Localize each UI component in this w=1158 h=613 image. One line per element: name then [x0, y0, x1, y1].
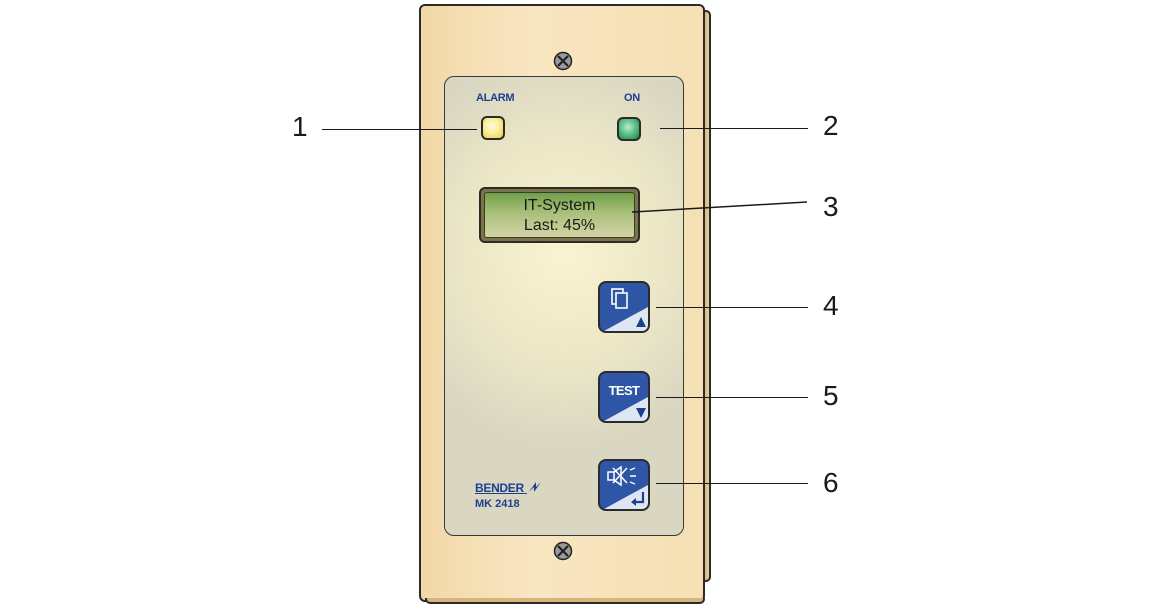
- top-screw-icon: [553, 51, 573, 71]
- callout-line-1: [322, 129, 477, 130]
- power-on-led-icon: [617, 117, 641, 141]
- bottom-screw-icon: [553, 541, 573, 561]
- info-pages-icon: [611, 288, 646, 327]
- callout-number-1: 1: [292, 111, 308, 142]
- test-button-label: TEST: [608, 383, 640, 398]
- buzzer-mute-icon: [607, 465, 645, 506]
- lightning-logo-icon: [528, 482, 541, 492]
- enter-arrow-icon: [634, 492, 645, 504]
- callout-line-3: [632, 201, 807, 213]
- lcd-display: IT-System Last: 45%: [479, 187, 640, 243]
- housing-bottom-edge: [425, 598, 705, 604]
- housing-side-edge: [702, 10, 711, 582]
- callout-line-2: [660, 128, 808, 129]
- info-up-button[interactable]: [598, 281, 650, 333]
- bender-logo: BENDER: [475, 481, 543, 495]
- mute-enter-button[interactable]: [598, 459, 650, 511]
- up-arrow-icon: [636, 317, 646, 327]
- callout-line-5: [656, 397, 808, 398]
- lcd-screen: IT-System Last: 45%: [484, 192, 635, 238]
- callout-number-6: 6: [823, 467, 839, 498]
- callout-line-4: [656, 307, 808, 308]
- alarm-led-icon: [481, 116, 505, 140]
- callout-number-5: 5: [823, 380, 839, 411]
- test-down-button[interactable]: TEST: [598, 371, 650, 423]
- lcd-line-1: IT-System: [523, 197, 596, 214]
- on-led-label: ON: [624, 92, 640, 104]
- lcd-line-2: Last: 45%: [523, 217, 596, 234]
- model-number: MK 2418: [475, 498, 520, 510]
- callout-number-4: 4: [823, 290, 839, 321]
- callout-line-6: [656, 483, 808, 484]
- down-arrow-icon: [636, 408, 646, 418]
- callout-number-2: 2: [823, 110, 839, 141]
- callout-number-3: 3: [823, 191, 839, 222]
- alarm-led-label: ALARM: [476, 92, 515, 104]
